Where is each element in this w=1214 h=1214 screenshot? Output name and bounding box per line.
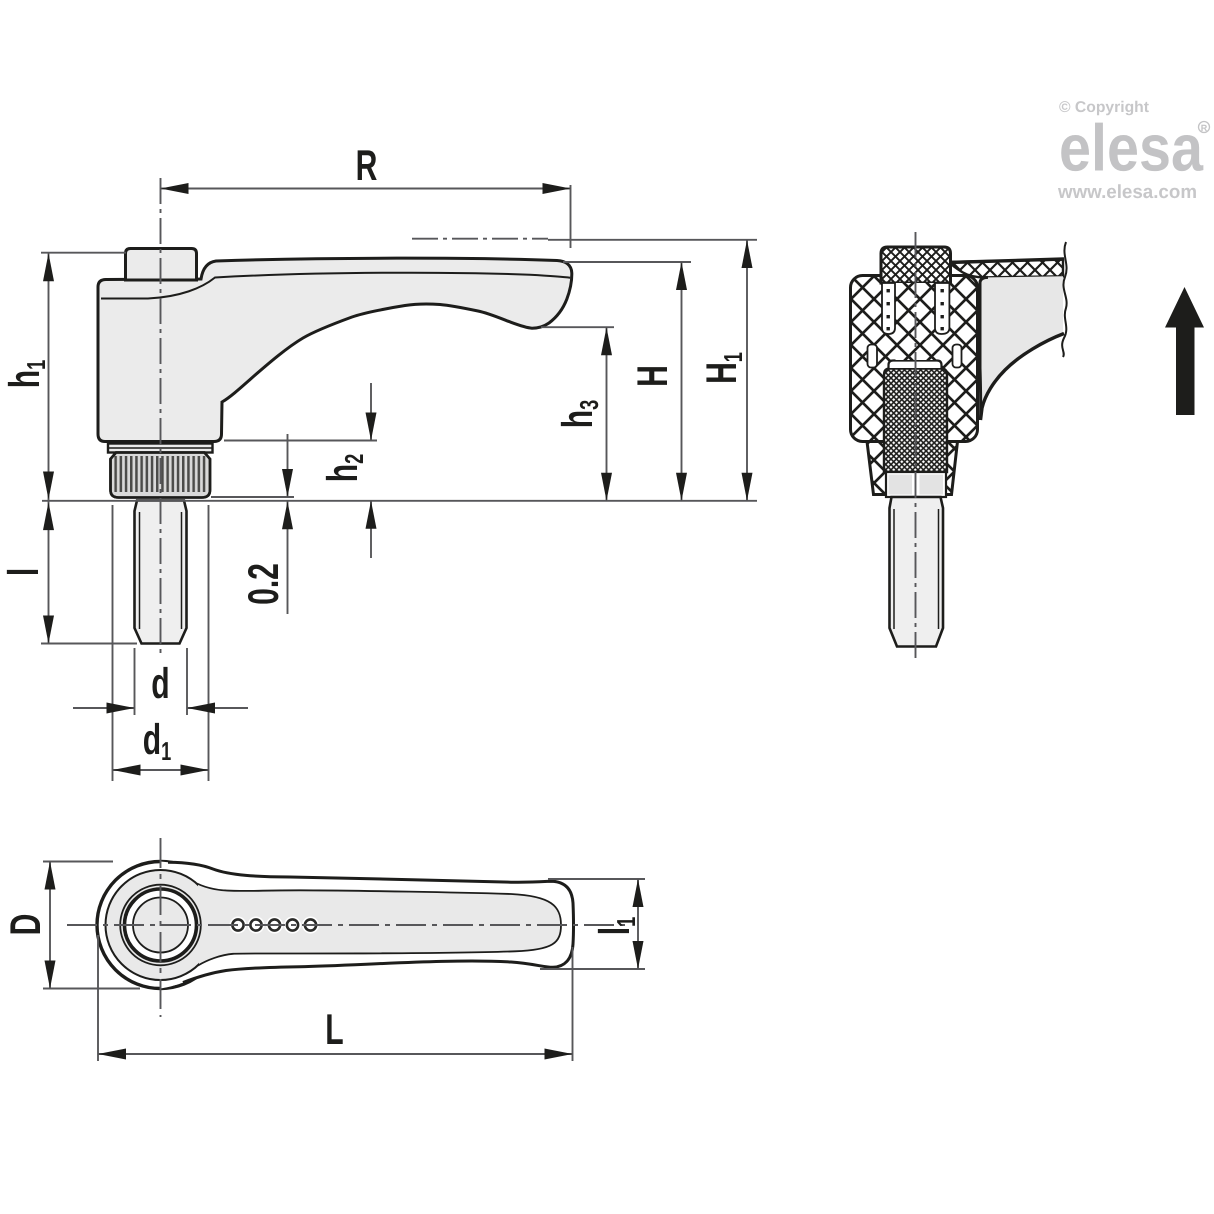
svg-text:0.2: 0.2 bbox=[240, 563, 288, 605]
svg-text:elesa: elesa bbox=[1059, 111, 1204, 185]
svg-text:R: R bbox=[356, 142, 378, 190]
svg-text:d: d bbox=[151, 660, 169, 708]
svg-text:D: D bbox=[2, 914, 50, 936]
svg-text:H: H bbox=[629, 365, 677, 387]
svg-text:L: L bbox=[325, 1006, 343, 1054]
svg-text:h3: h3 bbox=[554, 400, 604, 429]
svg-text:www.elesa.com: www.elesa.com bbox=[1057, 182, 1197, 203]
svg-text:l: l bbox=[0, 568, 48, 576]
svg-text:R: R bbox=[1201, 123, 1208, 133]
svg-text:h2: h2 bbox=[319, 454, 369, 483]
svg-text:© Copyright: © Copyright bbox=[1059, 99, 1149, 116]
